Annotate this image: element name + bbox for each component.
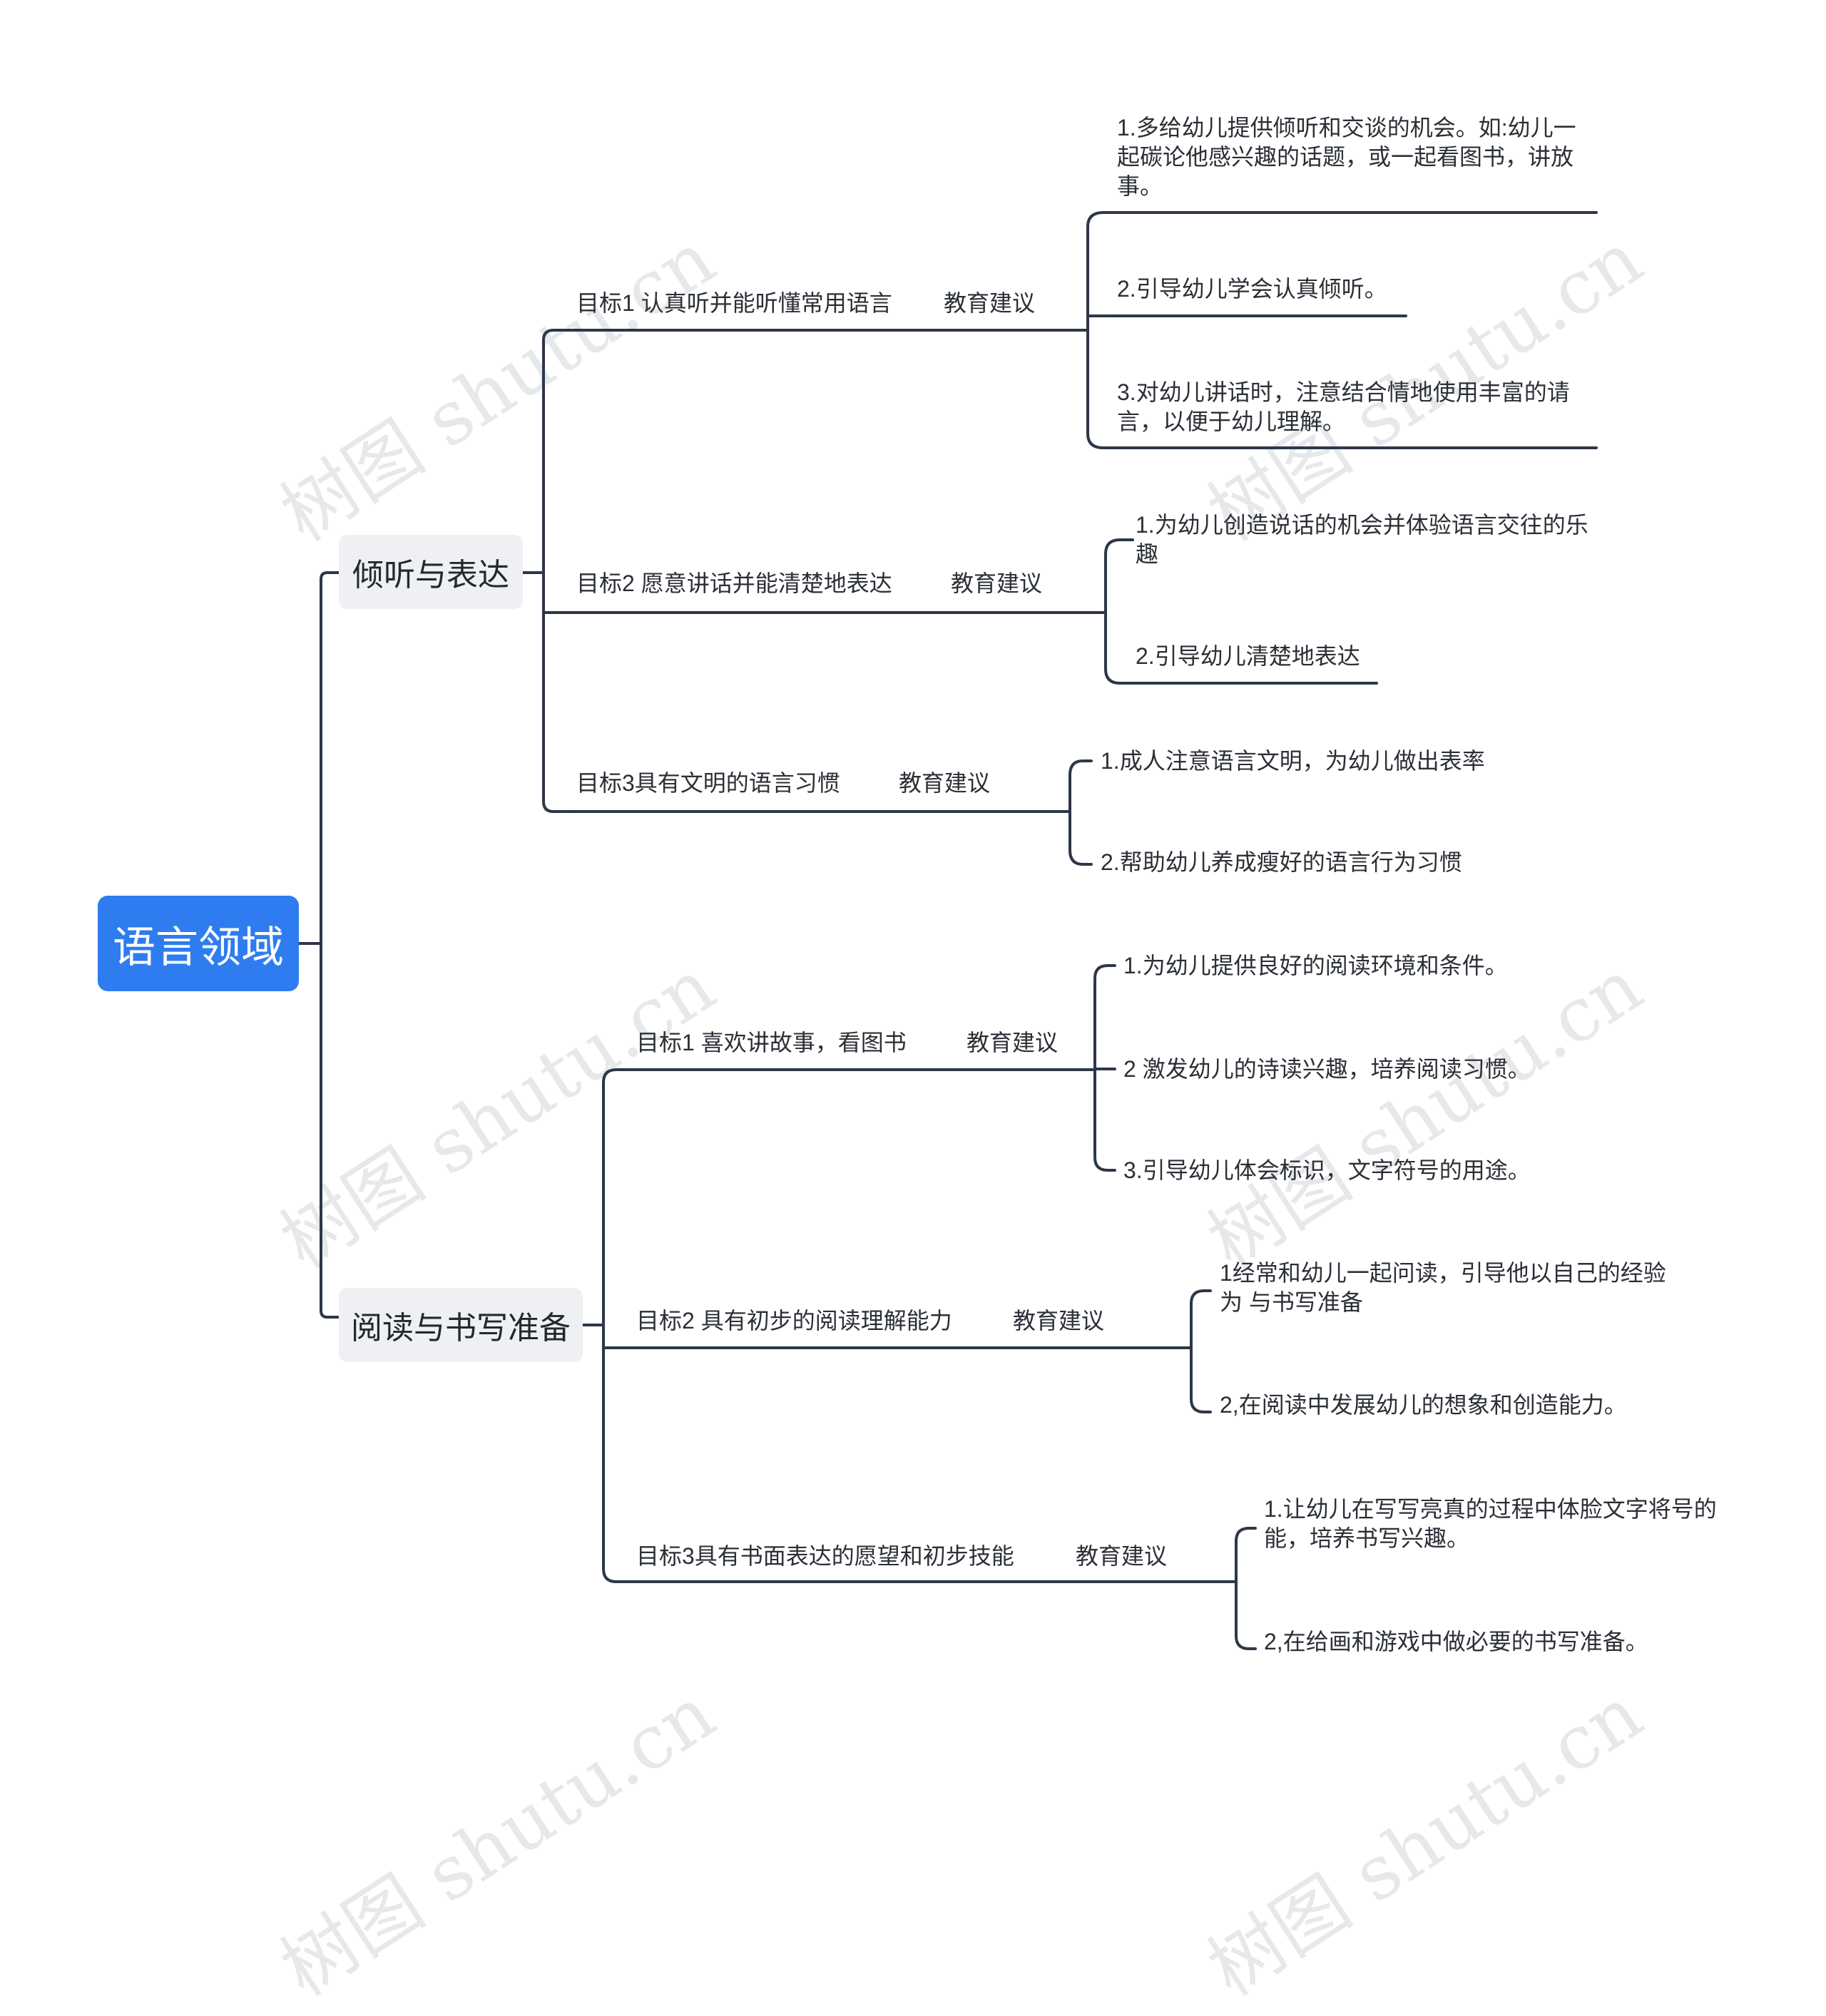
suggestion-item[interactable]: 2,在给画和游戏中做必要的书写准备。 [1264,1629,1648,1654]
suggestion-item[interactable]: 3.对幼儿讲话时，注意结合情地使用丰富的请言，以便于幼儿理解。 [1117,379,1570,434]
mind-map-canvas: 树图 shutu.cn 树图 shutu.cn 树图 shutu.cn 树图 s… [98,115,1717,2012]
advice-label[interactable]: 教育建议 [944,290,1036,316]
goal-label[interactable]: 目标2 具有初步的阅读理解能力 [636,1308,952,1334]
suggestion-item[interactable]: 1.多给幼儿提供倾听和交谈的机会。如:幼儿一起碳论他感兴趣的话题，或一起看图书，… [1117,115,1576,199]
suggestion-item[interactable]: 1.为幼儿提供良好的阅读环境和条件。 [1123,953,1508,978]
branch-node-listening-expression[interactable]: 倾听与表达 [339,535,523,609]
suggestion-item[interactable]: 3.引导幼儿体会标识，文字符号的用途。 [1123,1157,1531,1183]
suggestion-item[interactable]: 2.引导幼儿学会认真倾听。 [1117,276,1387,302]
advice-label[interactable]: 教育建议 [951,570,1043,596]
branch-node-reading-writing[interactable]: 阅读与书写准备 [339,1288,583,1362]
suggestion-item[interactable]: 1经常和幼儿一起问读，引导他以自己的经验为 与书写准备 [1220,1260,1666,1315]
advice-label[interactable]: 教育建议 [899,770,991,796]
advice-label[interactable]: 教育建议 [1013,1308,1105,1334]
goal-label[interactable]: 目标1 喜欢讲故事，看图书 [636,1030,907,1055]
suggestion-item[interactable]: 2.引导幼儿清楚地表达 [1136,643,1360,669]
suggestion-item[interactable]: 2 激发幼儿的诗读兴趣，培养阅读习惯。 [1123,1056,1531,1082]
suggestion-item[interactable]: 1.为幼儿创造说话的机会并体验语言交往的乐趣 [1136,512,1588,567]
suggestion-item[interactable]: 2.帮助幼儿养成瘦好的语言行为习惯 [1101,849,1462,875]
advice-label[interactable]: 教育建议 [1076,1543,1168,1569]
suggestion-item[interactable]: 1.让幼儿在写写亮真的过程中体脸文字将号的能，培养书写兴趣。 [1264,1496,1717,1551]
suggestion-item[interactable]: 2,在阅读中发展幼儿的想象和创造能力。 [1220,1392,1627,1418]
goal-label[interactable]: 目标3具有文明的语言习惯 [576,770,840,796]
suggestion-item[interactable]: 1.成人注意语言文明，为幼儿做出表率 [1101,748,1485,774]
goal-label[interactable]: 目标1 认真听并能听懂常用语言 [576,290,892,316]
connector-lines [297,211,1598,1650]
advice-label[interactable]: 教育建议 [966,1030,1059,1055]
goal-label[interactable]: 目标3具有书面表达的愿望和初步技能 [636,1543,1014,1569]
goal-label[interactable]: 目标2 愿意讲话并能清楚地表达 [576,570,892,596]
root-node[interactable]: 语言领域 [98,896,299,991]
